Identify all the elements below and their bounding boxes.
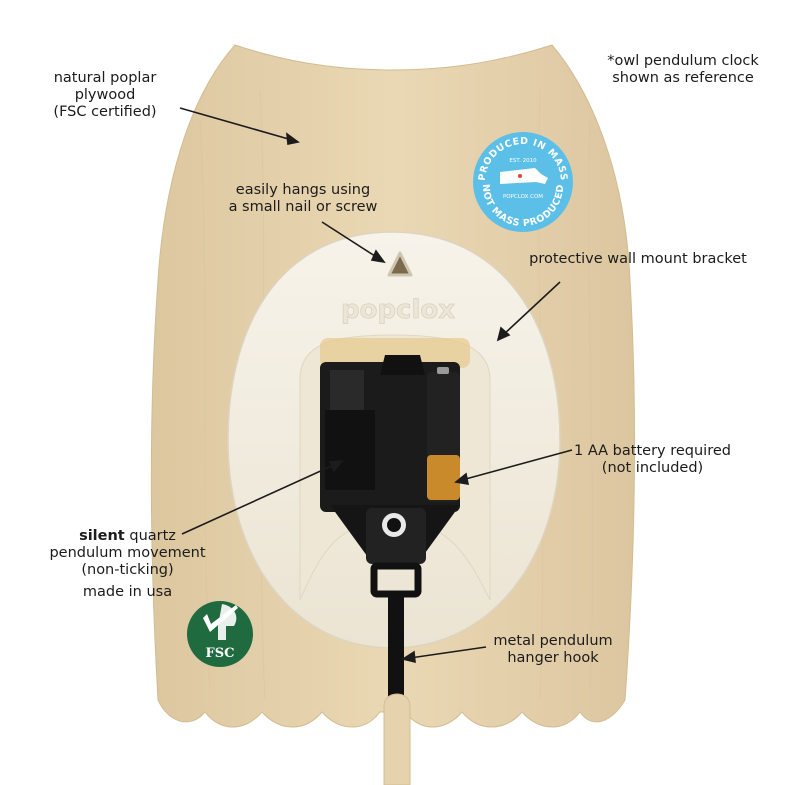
reference-note: *owl pendulum clock shown as reference xyxy=(598,53,768,87)
hook-line-1: metal pendulum xyxy=(493,633,613,649)
hang-line-2: a small nail or screw xyxy=(228,199,378,215)
bracket-annotation: protective wall mount bracket xyxy=(518,251,758,268)
plywood-annotation: natural poplar plywood (FSC certified) xyxy=(40,70,170,121)
reference-line-2: shown as reference xyxy=(612,70,754,86)
embossed-brand: popclox xyxy=(341,295,455,325)
nail-hole xyxy=(387,251,413,277)
plywood-line-2: plywood xyxy=(74,87,136,103)
movement-line-1: silent quartz xyxy=(40,528,215,545)
massachusetts-map-icon xyxy=(500,168,548,184)
svg-text:EST. 2010: EST. 2010 xyxy=(509,158,537,164)
battery-line-2: (not included) xyxy=(601,460,704,476)
movement-line-1-rest: quartz xyxy=(124,528,176,544)
hang-line-1: easily hangs using xyxy=(235,182,371,198)
movement-annotation: silent quartz pendulum movement (non-tic… xyxy=(40,528,215,601)
battery-annotation: 1 AA battery required (not included) xyxy=(560,443,745,477)
hang-annotation: easily hangs using a small nail or screw xyxy=(218,182,388,216)
pendulum-stick xyxy=(383,693,411,785)
reference-line-1: *owl pendulum clock xyxy=(607,53,759,69)
made-in-usa: made in usa xyxy=(82,584,173,600)
silent-word: silent xyxy=(79,528,125,544)
produced-in-mass-badge: PRODUCED IN MASS NOT MASS PRODUCED EST. … xyxy=(473,132,573,232)
movement-line-3: (non-ticking) xyxy=(81,562,174,578)
recess-wood-peek xyxy=(320,338,470,368)
annotation-arrows xyxy=(179,107,573,664)
battery-line-1: 1 AA battery required xyxy=(574,443,731,459)
svg-text:FSC: FSC xyxy=(206,646,235,661)
svg-text:POPCLOX.COM: POPCLOX.COM xyxy=(503,194,543,200)
plywood-line-3: (FSC certified) xyxy=(53,104,157,120)
movement-line-2: pendulum movement xyxy=(49,545,206,561)
bracket-line: protective wall mount bracket xyxy=(529,251,747,267)
plywood-line-1: natural poplar xyxy=(53,70,157,86)
fsc-logo: FSC xyxy=(187,601,253,667)
hook-line-2: hanger hook xyxy=(507,650,599,666)
hook-annotation: metal pendulum hanger hook xyxy=(478,633,628,667)
aa-battery xyxy=(427,367,460,502)
quartz-movement xyxy=(320,355,460,564)
